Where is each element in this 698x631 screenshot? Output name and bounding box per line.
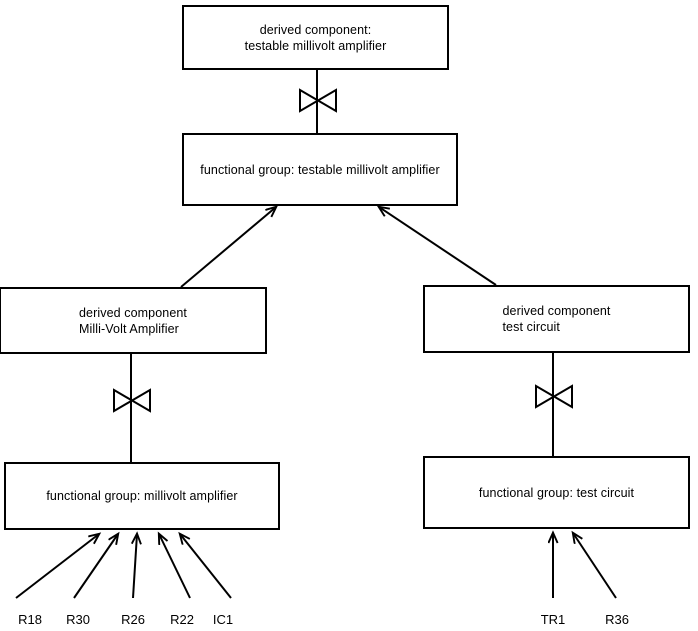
arrow-r22 — [159, 534, 191, 599]
node-label: functional group: test circuit — [478, 485, 635, 500]
arrow-ic1 — [180, 534, 232, 599]
leaf-label-r22[interactable]: R22 — [170, 612, 194, 627]
bowtie-icon — [299, 88, 337, 113]
node-derived-milli-volt-amplifier[interactable]: derived component Milli-Volt Amplifier — [0, 287, 267, 354]
arrow-r26 — [133, 534, 137, 599]
node-functional-group-millivolt-amplifier[interactable]: functional group: millivolt amplifier — [4, 462, 280, 530]
bowtie-icon — [535, 384, 573, 409]
node-derived-testable-millivolt-amplifier[interactable]: derived component: testable millivolt am… — [182, 5, 449, 70]
node-label: derived component Milli-Volt Amplifier — [78, 305, 188, 336]
refinement-link-right — [535, 353, 573, 456]
node-label: derived component test circuit — [502, 304, 611, 334]
refinement-link-left — [113, 354, 151, 462]
arrow-r30 — [73, 534, 118, 599]
leaf-label-ic1[interactable]: IC1 — [212, 612, 234, 627]
node-label: derived component: testable millivolt am… — [244, 22, 387, 53]
arrow-mva-to-testable — [180, 207, 276, 288]
refinement-link-top — [299, 70, 337, 133]
node-functional-group-test-circuit[interactable]: functional group: test circuit — [423, 456, 690, 529]
node-label: functional group: testable millivolt amp… — [200, 162, 440, 177]
bowtie-icon — [113, 388, 151, 413]
leaf-label-r26[interactable]: R26 — [121, 612, 145, 627]
arrow-r18 — [15, 534, 99, 599]
leaf-label-r30[interactable]: R30 — [66, 612, 90, 627]
arrow-r36 — [573, 533, 617, 599]
node-functional-group-testable-millivolt-amplifier[interactable]: functional group: testable millivolt amp… — [182, 133, 458, 206]
leaf-label-tr1[interactable]: TR1 — [540, 612, 566, 627]
node-derived-test-circuit[interactable]: derived component test circuit — [423, 285, 690, 353]
leaf-label-r36[interactable]: R36 — [605, 612, 629, 627]
node-label: functional group: millivolt amplifier — [46, 489, 238, 503]
arrow-test-to-testable — [379, 207, 497, 286]
leaf-label-r18[interactable]: R18 — [18, 612, 42, 627]
